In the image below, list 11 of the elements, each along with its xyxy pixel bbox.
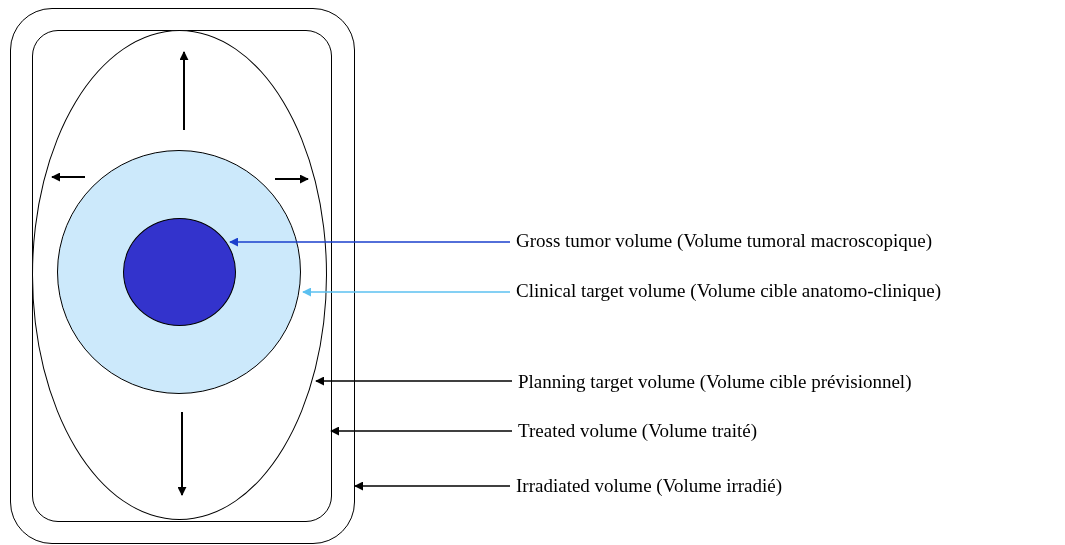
volume-label: Treated volume (Volume traité) — [518, 420, 758, 442]
volume-label: Planning target volume (Volume cible prévisionnel) — [518, 371, 912, 393]
volume-label: Irradiated volume (Volume irradié) — [516, 475, 783, 497]
leader-arrow — [315, 376, 513, 386]
volume-label: Gross tumor volume (Volume tumoral macroscopique) — [516, 230, 932, 252]
outer-rounded-rectangle — [10, 8, 355, 544]
leader-arrow — [302, 287, 511, 297]
volume-label: Clinical target volume (Volume cible anatomo-clinique) — [516, 280, 942, 302]
leader-arrow — [229, 237, 511, 247]
leader-arrow — [354, 481, 511, 491]
leader-arrow — [330, 426, 513, 436]
